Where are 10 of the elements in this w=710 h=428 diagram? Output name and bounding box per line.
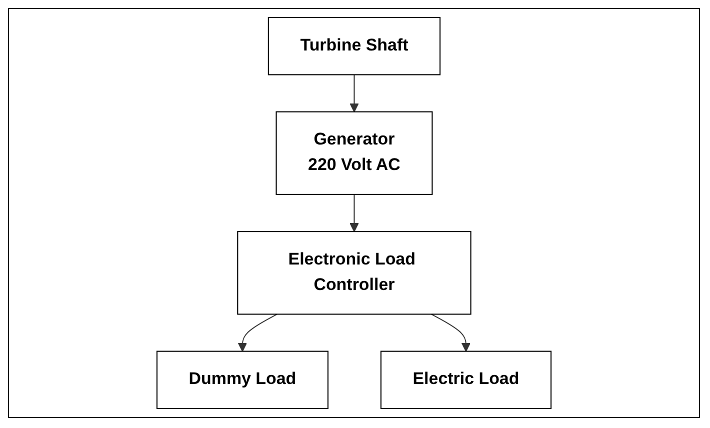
node-box xyxy=(237,231,472,315)
arrow xyxy=(350,194,359,232)
node-box xyxy=(380,350,552,410)
node-box xyxy=(276,111,433,195)
node-box xyxy=(156,350,328,410)
arrow xyxy=(350,74,359,112)
node-box xyxy=(268,16,441,76)
diagram-frame: Turbine Shaft Generator 220 Volt AC Electronic Load Controller Dummy Load Electric Load xyxy=(8,8,700,418)
arrow xyxy=(431,314,471,352)
arrow xyxy=(238,314,278,352)
